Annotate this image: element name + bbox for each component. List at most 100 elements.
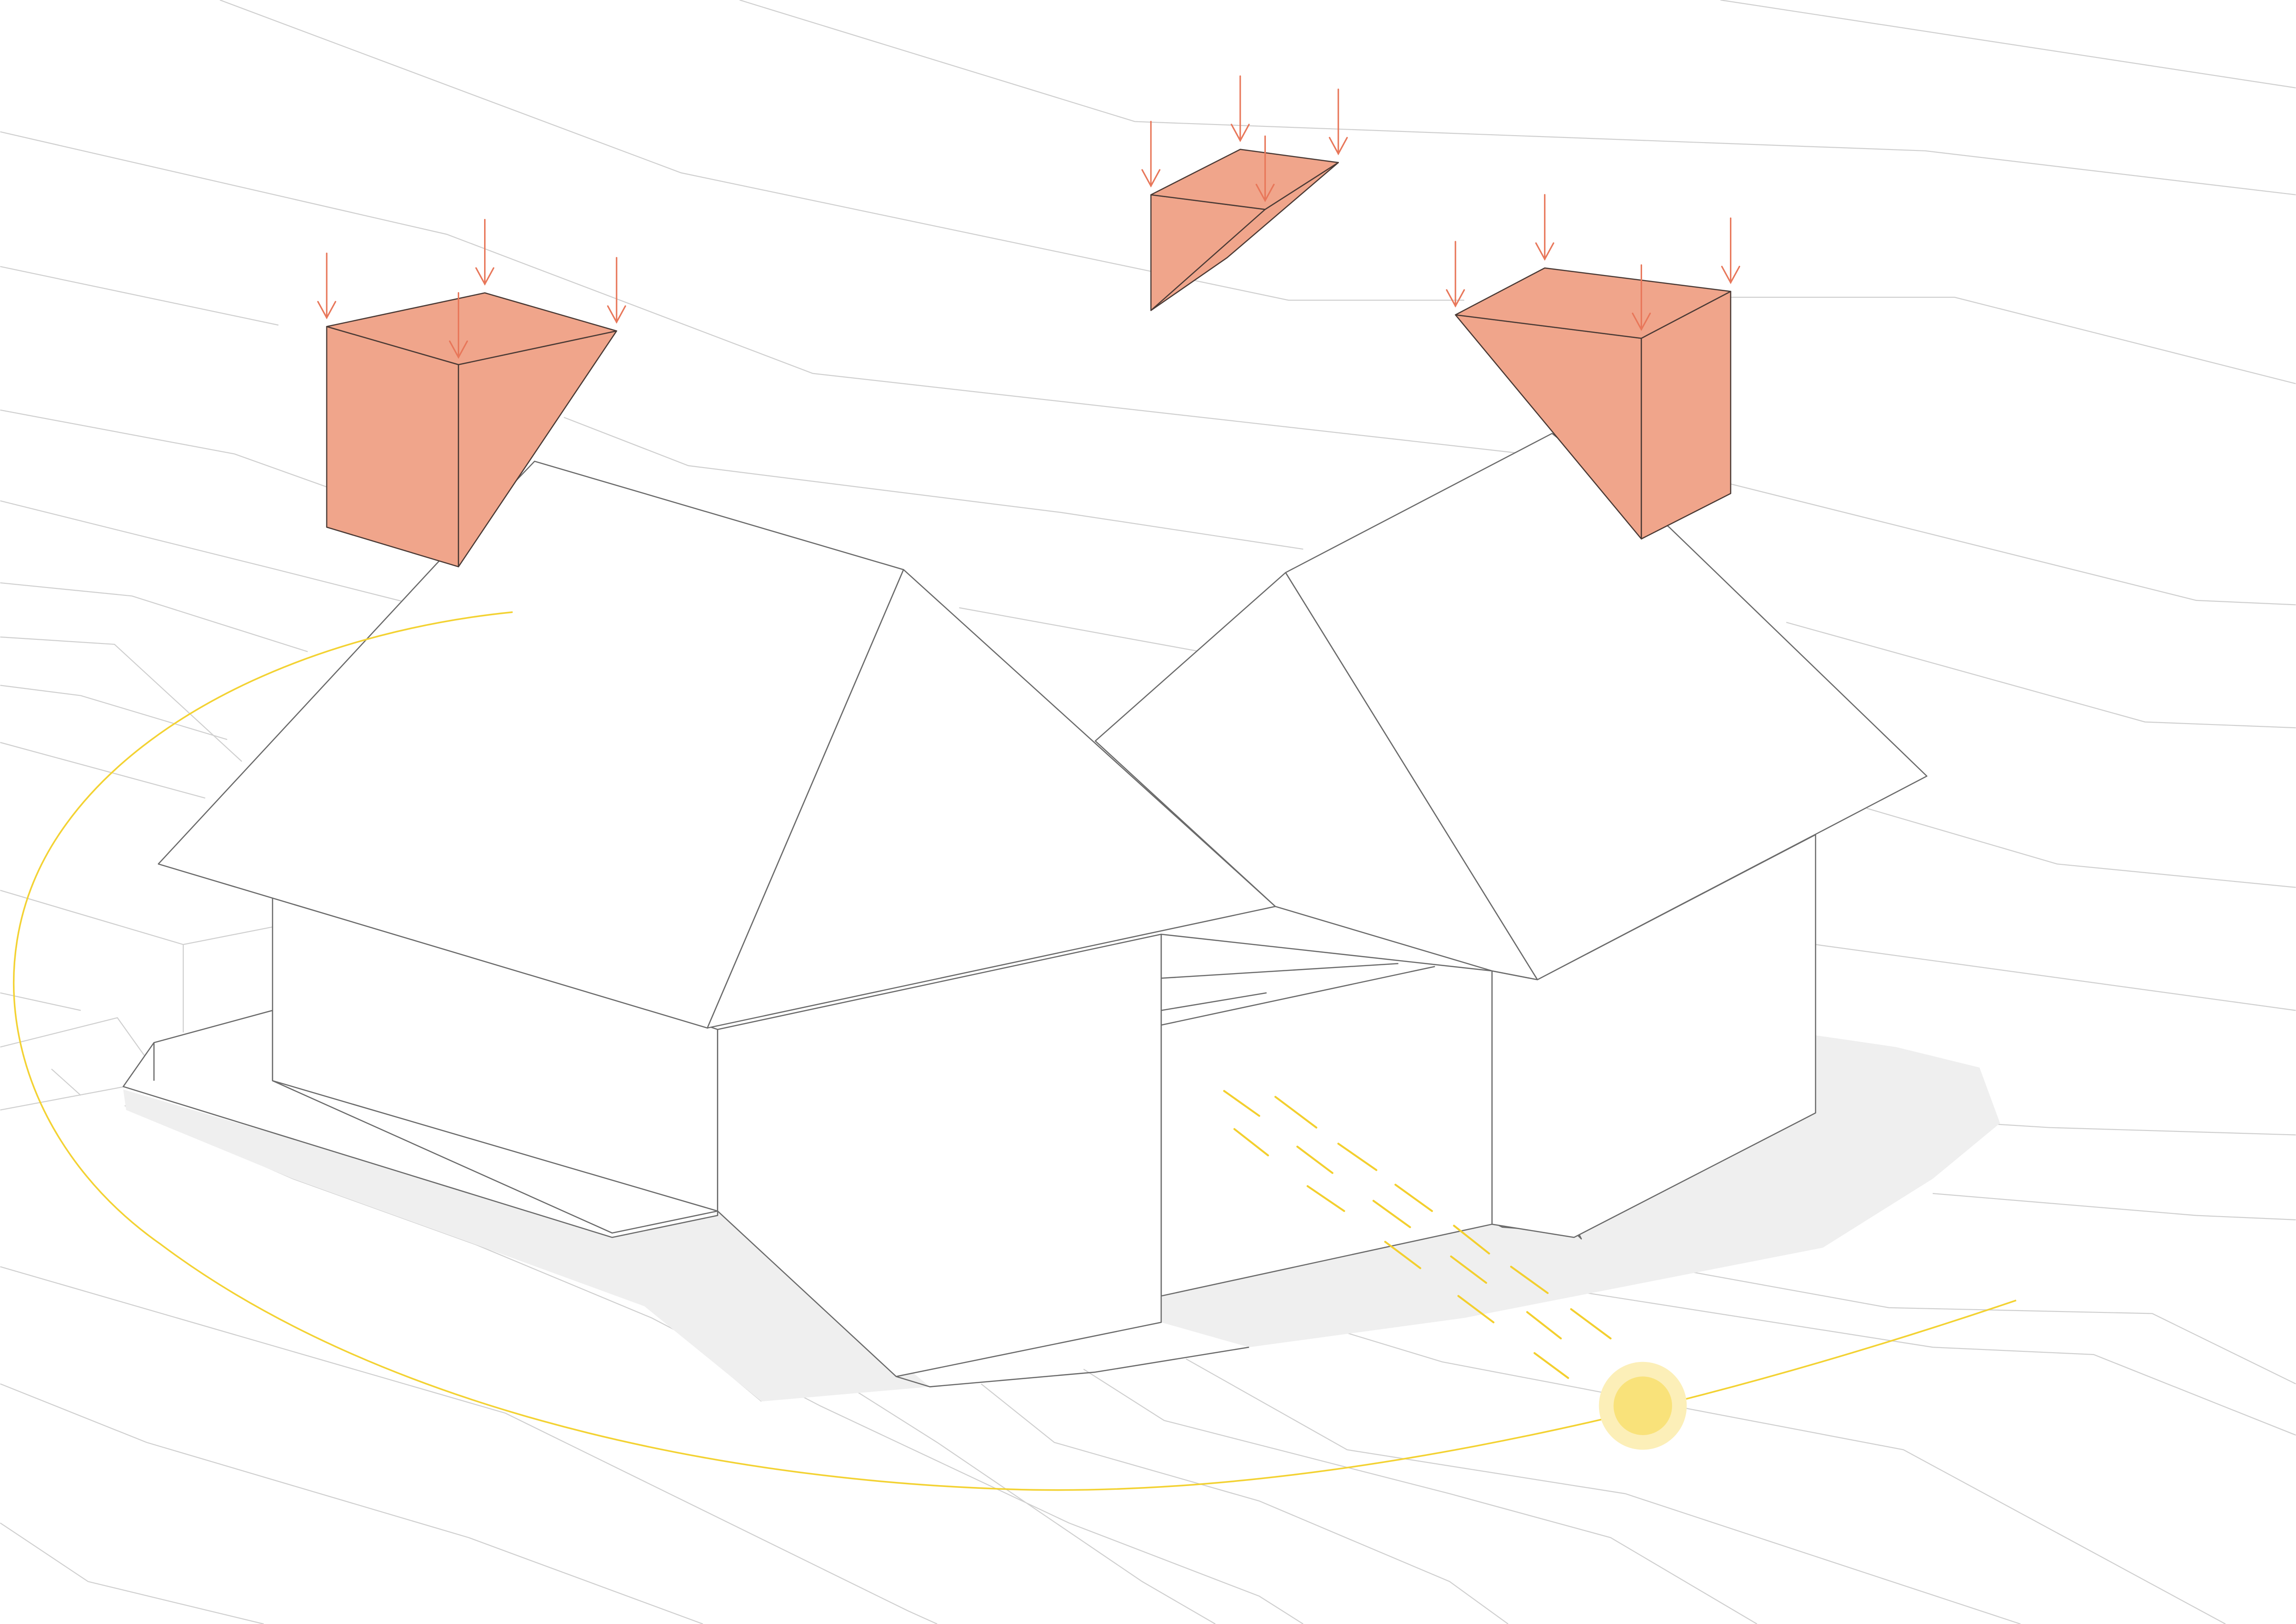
arrow-head [1535, 242, 1555, 261]
contour-line [959, 607, 1201, 652]
right-house-shadow [1161, 1035, 2000, 1348]
volumes [326, 149, 1731, 568]
contour-line [0, 1086, 125, 1111]
contour-line [1559, 1288, 2296, 1436]
contour-line [1932, 1193, 2296, 1221]
sun-core [1613, 1376, 1672, 1435]
contour-line [563, 417, 1303, 550]
left-volume-top [326, 292, 617, 365]
contour-line [0, 992, 81, 1011]
left-house [122, 461, 1276, 1387]
contour-line [0, 582, 308, 652]
right-house-roof-front [1285, 433, 1928, 981]
contour-line [219, 0, 1464, 301]
down-arrow [449, 292, 468, 359]
contour-line [0, 1266, 938, 1624]
down-arrow [1255, 135, 1275, 202]
down-arrow [607, 257, 626, 324]
contour-line [1815, 944, 2296, 1011]
light-ray [1372, 1199, 1411, 1228]
contour-line [0, 131, 1552, 458]
contour-line [0, 890, 273, 945]
contour-line [0, 636, 243, 762]
left-house-roof-front [707, 569, 1276, 1029]
contour-line [1727, 482, 2296, 606]
left-house-roof-side [157, 461, 904, 1029]
arrow-head [317, 301, 336, 319]
contour-line [1720, 0, 2296, 88]
light-ray [1570, 1308, 1612, 1340]
down-arrow [1631, 264, 1651, 331]
left-volume-front [326, 326, 459, 568]
down-arrow [1329, 88, 1348, 156]
down-arrow [475, 219, 495, 286]
left-volume [326, 292, 617, 568]
contour-line [0, 1522, 264, 1624]
contour-line [981, 1383, 1509, 1624]
down-arrows [317, 75, 1741, 359]
light-rays [1223, 1090, 1612, 1379]
left-house-front-wall [717, 933, 1162, 1377]
contour-line [0, 500, 411, 604]
light-ray [1223, 1090, 1260, 1117]
right-volume [1455, 267, 1731, 540]
arrow-head [1141, 169, 1161, 188]
light-ray [1510, 1266, 1549, 1294]
arrow-head [1231, 124, 1250, 142]
arrow-head [449, 340, 468, 359]
light-ray [1457, 1295, 1495, 1324]
arrow-head [1446, 289, 1465, 308]
arrow-head [1329, 137, 1348, 156]
left-house-deck [122, 1010, 718, 1238]
middle-volume-top [1150, 149, 1339, 210]
right-house [1095, 433, 1928, 1238]
contour-line [1867, 808, 2296, 888]
down-arrow [1231, 75, 1250, 142]
left-house-shadow [123, 1089, 930, 1402]
light-ray [1450, 1255, 1487, 1284]
light-ray [1384, 1241, 1421, 1269]
contour-line [739, 0, 2296, 195]
sun-icon [1599, 1362, 1687, 1450]
light-ray [1296, 1145, 1334, 1174]
arrow-head [1255, 183, 1275, 202]
contour-line [1186, 1358, 2021, 1624]
arrow-head [475, 267, 495, 286]
down-arrow [1141, 120, 1161, 188]
light-ray [1526, 1311, 1562, 1340]
contour-line [1728, 297, 2296, 384]
left-house-base [896, 1346, 1249, 1387]
middle-volume [1150, 149, 1339, 311]
connector-edge [1161, 963, 1399, 979]
down-arrow [317, 252, 336, 319]
contour-line [0, 685, 228, 740]
connector-edge [1161, 992, 1267, 1011]
arrow-head [607, 305, 626, 324]
contour-line [51, 1068, 81, 1096]
contour-line [0, 742, 205, 799]
light-ray [1533, 1352, 1569, 1379]
down-arrow [1446, 241, 1465, 308]
right-volume-top [1455, 267, 1731, 339]
contour-line [1581, 1251, 2296, 1385]
light-ray [1394, 1183, 1433, 1212]
light-ray [1307, 1185, 1345, 1212]
contour-line [0, 266, 279, 326]
light-ray [1337, 1143, 1378, 1171]
down-arrow [1535, 194, 1555, 261]
down-arrow [1721, 217, 1741, 284]
contour-line [0, 1383, 703, 1624]
contour-line [1083, 1368, 1757, 1624]
right-house-roof-left [1095, 572, 1538, 981]
light-ray [1233, 1128, 1269, 1156]
buildings [122, 433, 1928, 1387]
arrow-head [1631, 312, 1651, 331]
contour-line [1786, 622, 2296, 729]
light-ray [1453, 1224, 1490, 1255]
middle-volume-edge [1150, 209, 1266, 311]
light-ray [1274, 1096, 1318, 1129]
arrow-head [1721, 266, 1741, 284]
ground-shadow [123, 1035, 2000, 1402]
